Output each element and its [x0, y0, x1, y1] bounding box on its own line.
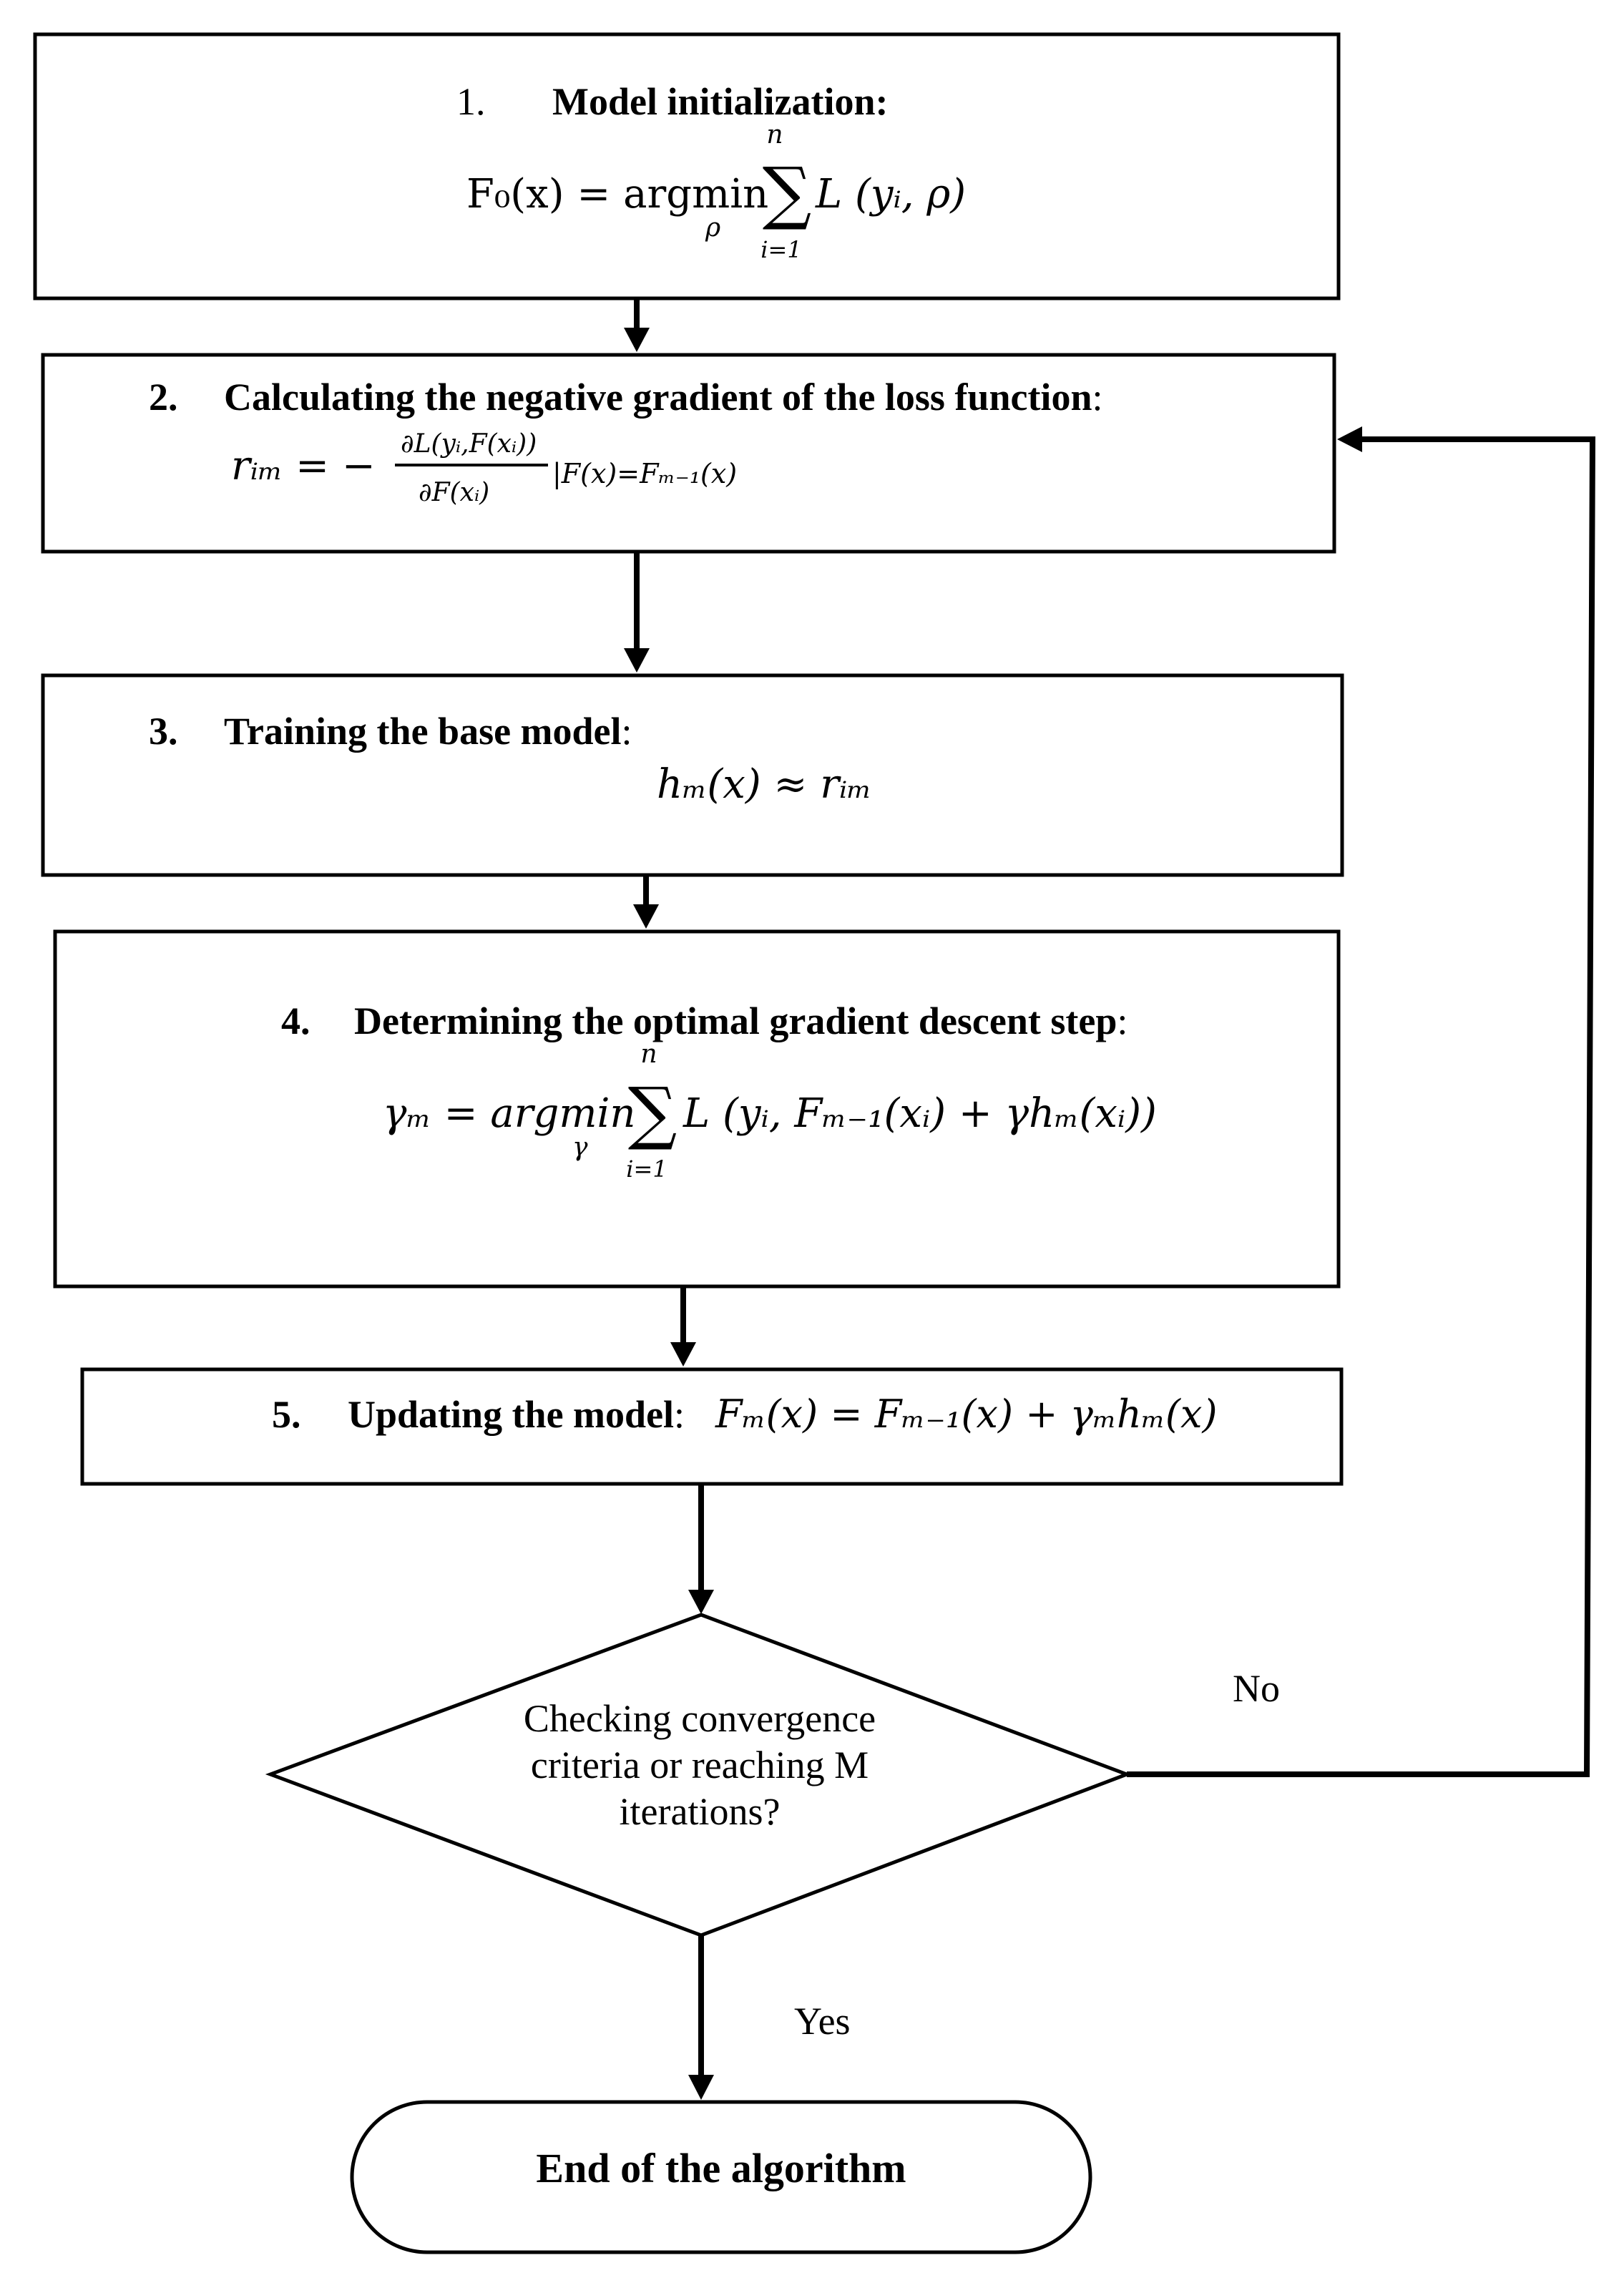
- step-5-title: Updating the model: [348, 1393, 674, 1436]
- arrow-step4-to-step5: [670, 1286, 696, 1367]
- step-3-title-colon: :: [622, 710, 632, 753]
- step-5-title-line: Updating the model:: [348, 1393, 685, 1436]
- step-2-formula-numerator: ∂L(yᵢ,F(xᵢ)): [401, 429, 537, 459]
- step-5-box: 5. Updating the model: Fₘ(x) = Fₘ₋₁(x) +…: [80, 1367, 1344, 1486]
- arrow-step2-to-step3: [624, 552, 650, 673]
- step-4-formula-rhs: L (yᵢ, Fₘ₋₁(xᵢ) + γhₘ(xᵢ)): [683, 1090, 1157, 1137]
- step-3-title-line: Training the base model:: [224, 710, 632, 753]
- step-4-sum-upper: n: [640, 1040, 657, 1069]
- step-1-formula-rhs: L (yᵢ, ρ): [815, 171, 966, 217]
- decision-text-line-3: iterations?: [620, 1790, 781, 1833]
- step-2-title-colon: :: [1092, 376, 1102, 419]
- step-4-number: 4.: [281, 999, 310, 1042]
- step-2-title: Calculating the negative gradient of the…: [224, 376, 1092, 419]
- arrow-yes-to-end: [688, 1935, 714, 2100]
- step-4-argmin-subscript: γ: [572, 1133, 588, 1162]
- step-4-sum-symbol: ∑: [628, 1072, 678, 1153]
- step-4-sum-lower: i=1: [626, 1155, 667, 1183]
- step-5-number: 5.: [272, 1393, 301, 1436]
- step-4-box: 4. Determining the optimal gradient desc…: [53, 929, 1341, 1289]
- step-1-title: Model initialization:: [552, 80, 888, 123]
- yes-label: Yes: [794, 2000, 851, 2043]
- decision-diamond: Checking convergence criteria or reachin…: [265, 1613, 1133, 1937]
- step-5-title-colon: :: [674, 1393, 685, 1436]
- step-4-title: Determining the optimal gradient descent…: [354, 999, 1117, 1042]
- step-3-box: 3. Training the base model: hₘ(x) ≈ rᵢₘ: [41, 673, 1344, 877]
- no-label: No: [1233, 1667, 1280, 1710]
- arrow-step5-to-decision: [688, 1484, 714, 1614]
- decision-text-line-1: Checking convergence: [524, 1697, 876, 1740]
- step-2-formula-lhs: rᵢₘ = −: [231, 443, 376, 489]
- arrow-no-loop-to-step2: [1127, 426, 1596, 1777]
- step-2-box: 2. Calculating the negative gradient of …: [41, 353, 1336, 554]
- end-label: End of the algorithm: [536, 2145, 906, 2191]
- step-3-number: 3.: [149, 710, 178, 753]
- step-1-box: 1. Model initialization: F₀(x) = argmin …: [33, 32, 1341, 300]
- step-1-argmin-subscript: ρ: [705, 213, 720, 243]
- step-4-title-colon: :: [1117, 999, 1127, 1042]
- step-4-formula-lhs: γₘ = argmin: [383, 1090, 635, 1137]
- step-2-formula-condition: |F(x)=Fₘ₋₁(x): [552, 458, 737, 489]
- step-2-formula-denominator: ∂F(xᵢ): [419, 478, 489, 507]
- decision-text-line-2: criteria or reaching M: [531, 1744, 869, 1786]
- step-2-number: 2.: [149, 376, 178, 419]
- arrow-step3-to-step4: [633, 875, 659, 929]
- step-1-sum-lower: i=1: [760, 236, 801, 263]
- step-4-title-line: Determining the optimal gradient descent…: [354, 999, 1127, 1042]
- step-5-formula: Fₘ(x) = Fₘ₋₁(x) + γₘhₘ(x): [715, 1392, 1218, 1437]
- end-terminator: End of the algorithm: [350, 2100, 1092, 2254]
- step-3-formula: hₘ(x) ≈ rᵢₘ: [657, 761, 872, 808]
- step-1-sum-upper: n: [766, 120, 783, 150]
- arrow-step1-to-step2: [624, 298, 650, 352]
- step-1-formula-lhs: F₀(x) = argmin: [466, 171, 768, 217]
- step-1-sum-symbol: ∑: [763, 152, 812, 233]
- step-2-title-line: Calculating the negative gradient of the…: [224, 376, 1103, 419]
- step-1-number: 1.: [456, 80, 486, 123]
- step-3-title: Training the base model: [224, 710, 622, 753]
